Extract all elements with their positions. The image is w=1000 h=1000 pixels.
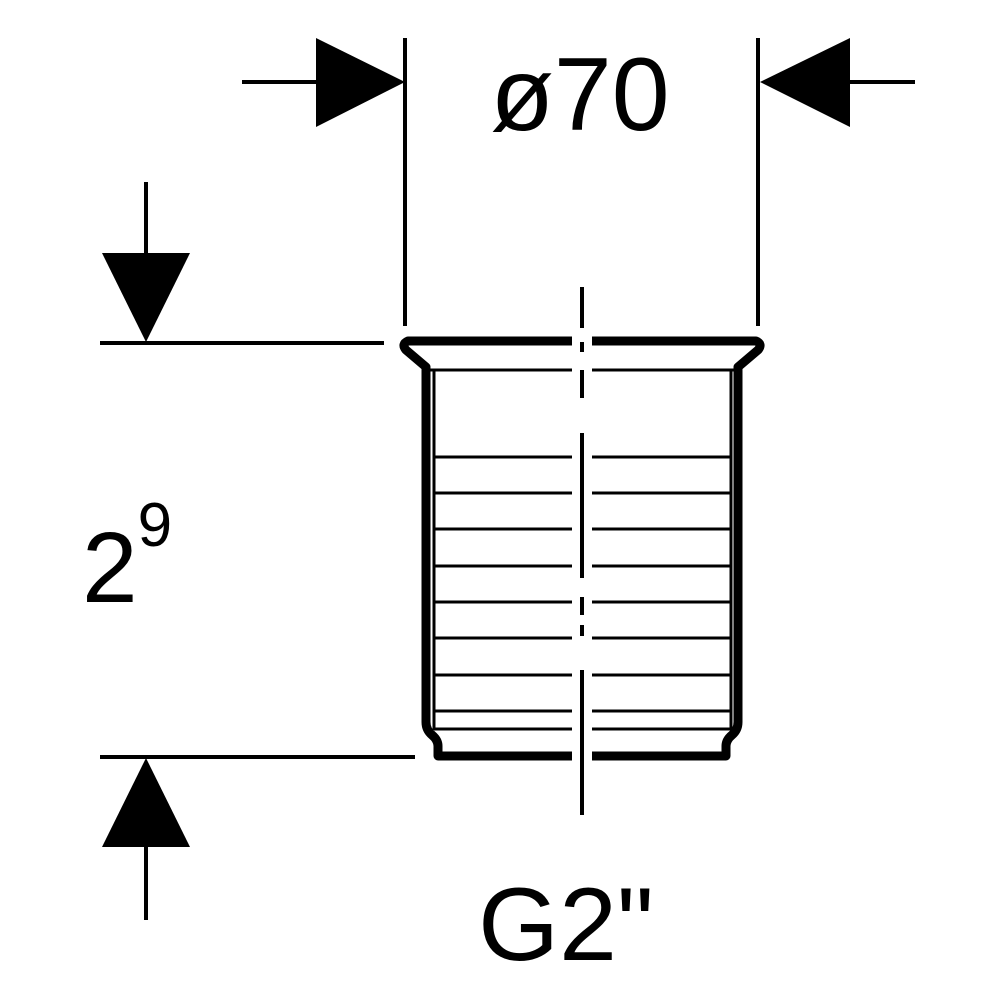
diameter-dimension: ø70 [242,37,915,326]
height-label-exponent: 9 [138,491,172,560]
sleeve-part [399,336,765,761]
sleeve-flange-right [592,336,765,761]
arrowhead-down-icon [102,253,190,342]
diameter-label: ø70 [490,37,669,153]
thread-label: G2" [478,867,654,983]
height-label-base: 2 [82,512,138,624]
sleeve-flange [399,336,572,761]
thread-lines [434,455,731,731]
height-label: 29 [82,491,172,624]
arrowhead-up-icon [102,758,190,847]
height-dimension: 29 [82,182,415,920]
arrowhead-right-icon [316,38,405,127]
arrowhead-left-icon [760,38,850,127]
